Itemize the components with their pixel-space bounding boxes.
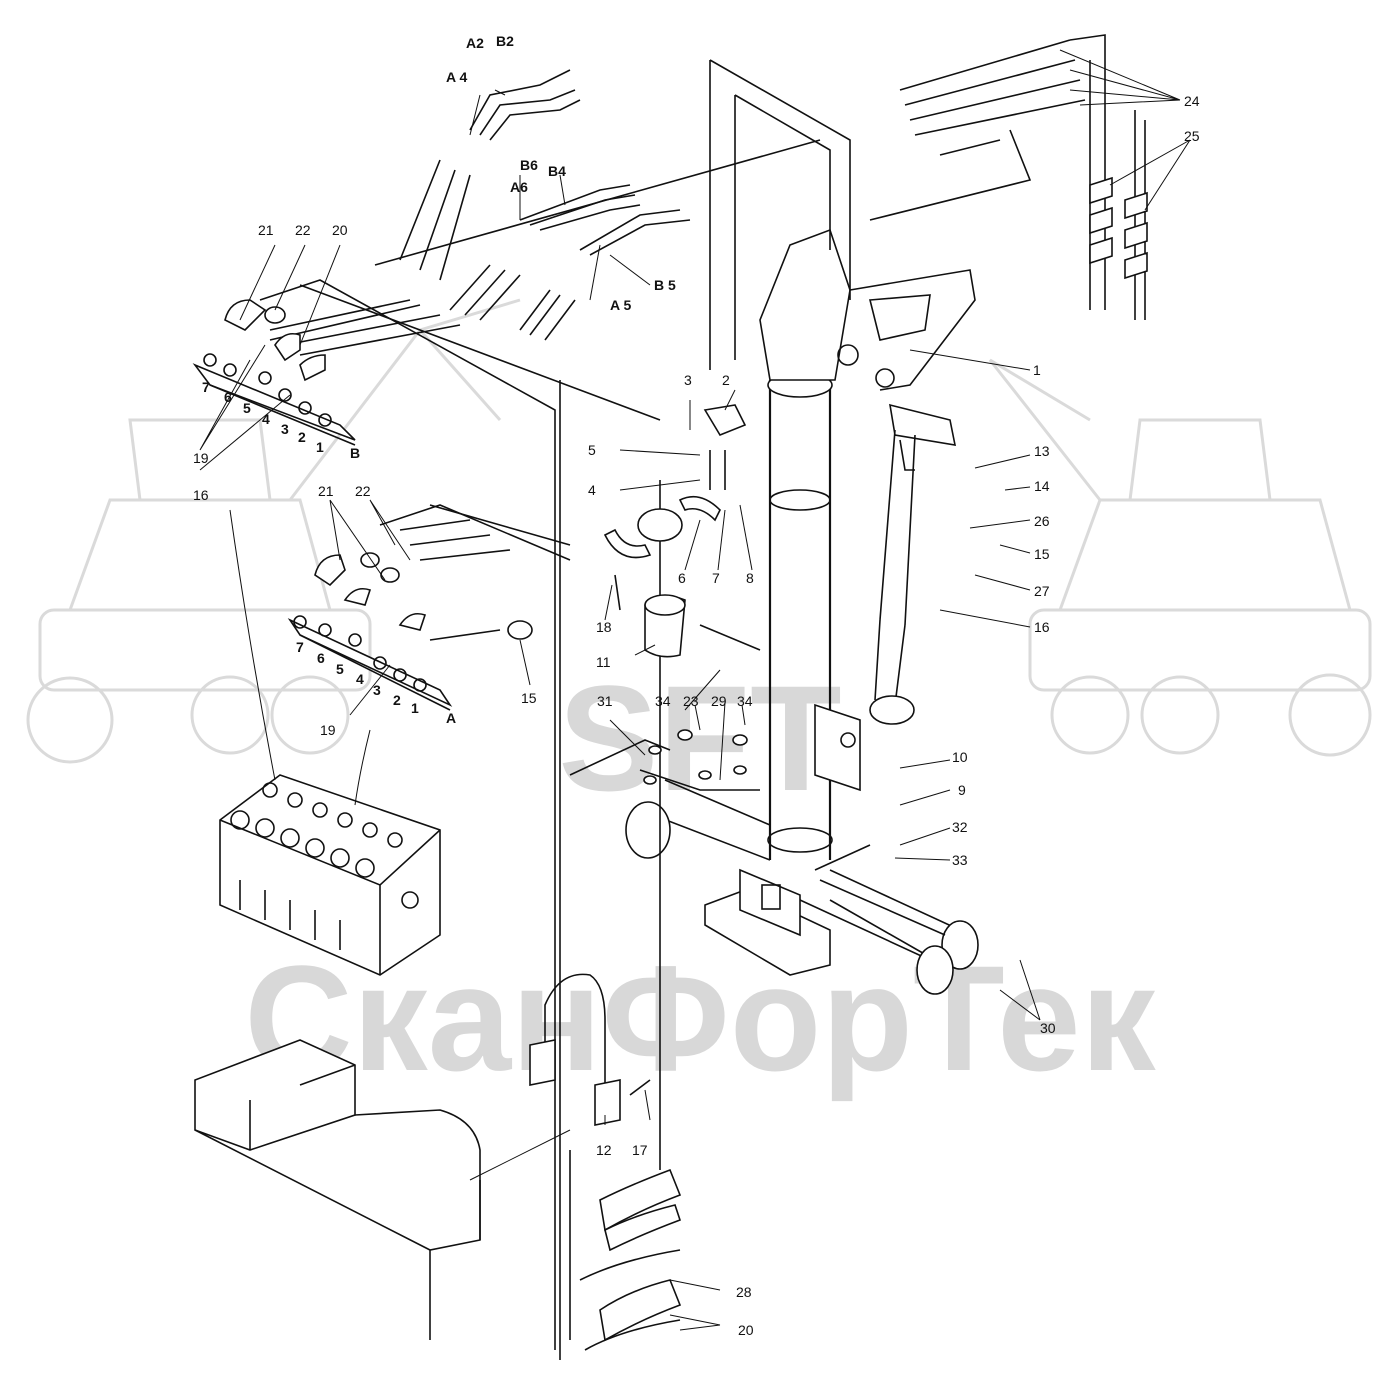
center-parts bbox=[603, 404, 761, 658]
hose-label-a4: A 4 bbox=[446, 69, 467, 85]
callout-30: 30 bbox=[1040, 1020, 1056, 1036]
callout-2: 2 bbox=[722, 372, 730, 388]
hose-label-b2: B2 bbox=[496, 33, 514, 49]
callout-8: 8 bbox=[746, 570, 754, 586]
callout-12: 12 bbox=[596, 1142, 612, 1158]
callout-9: 9 bbox=[958, 782, 966, 798]
port-block-b bbox=[192, 299, 356, 446]
callout-3: 3 bbox=[684, 372, 692, 388]
callout-27: 27 bbox=[1034, 583, 1050, 599]
port-lower-6: 6 bbox=[317, 650, 325, 666]
hose-label-a6: A6 bbox=[510, 179, 528, 195]
port-lower-side: A bbox=[446, 710, 456, 726]
port-upper-5: 5 bbox=[243, 400, 251, 416]
callout-31: 31 bbox=[597, 693, 613, 709]
u-bolt-clamp bbox=[529, 973, 651, 1126]
callout-16-left: 16 bbox=[193, 487, 209, 503]
port-lower-4: 4 bbox=[356, 671, 364, 687]
watermark-tractor-right-icon bbox=[988, 358, 1372, 757]
callout-13: 13 bbox=[1034, 443, 1050, 459]
callout-20-lower: 20 bbox=[738, 1322, 754, 1338]
callout-5: 5 bbox=[588, 442, 596, 458]
hydraulic-cylinder bbox=[814, 403, 957, 792]
leader-lines bbox=[199, 49, 1191, 1331]
hose-label-a5: A 5 bbox=[610, 297, 631, 313]
callout-28: 28 bbox=[736, 1284, 752, 1300]
hose-spiral-guards bbox=[579, 1168, 682, 1351]
port-labels-lower: 7 6 5 4 3 2 1 A bbox=[296, 639, 456, 726]
callout-11: 11 bbox=[596, 654, 611, 670]
watermark: SFT СканФорТек bbox=[26, 298, 1372, 1102]
callout-20-upper: 20 bbox=[332, 222, 348, 238]
port-upper-6: 6 bbox=[224, 389, 232, 405]
callout-17: 17 bbox=[632, 1142, 648, 1158]
callout-32: 32 bbox=[952, 819, 968, 835]
chassis-tank bbox=[194, 1039, 481, 1340]
callout-19-upper: 19 bbox=[193, 450, 209, 466]
watermark-tractor-left-icon bbox=[26, 298, 521, 764]
callout-22-upper: 22 bbox=[295, 222, 311, 238]
control-valve-bank bbox=[219, 774, 441, 976]
callout-numbers: 1 2 3 4 5 6 7 8 9 10 11 12 13 14 15 15 1… bbox=[193, 93, 1200, 1338]
callout-16-right: 16 bbox=[1034, 619, 1050, 635]
callout-7: 7 bbox=[712, 570, 720, 586]
callout-10: 10 bbox=[952, 749, 968, 765]
port-block-a bbox=[287, 552, 533, 711]
port-upper-7: 7 bbox=[202, 379, 210, 395]
callout-34-left: 34 bbox=[655, 693, 671, 709]
hose-bundles bbox=[374, 34, 1148, 370]
callout-24: 24 bbox=[1184, 93, 1200, 109]
callout-19-lower: 19 bbox=[320, 722, 336, 738]
boom-post bbox=[625, 228, 979, 995]
port-upper-4: 4 bbox=[262, 411, 270, 427]
fittings-group bbox=[569, 729, 760, 791]
hose-label-b6: B6 bbox=[520, 157, 538, 173]
port-labels-upper: 7 6 5 4 3 2 1 B bbox=[202, 379, 360, 461]
port-lower-5: 5 bbox=[336, 661, 344, 677]
port-upper-1: 1 bbox=[316, 439, 324, 455]
callout-15-right: 15 bbox=[1034, 546, 1050, 562]
port-lower-2: 2 bbox=[393, 692, 401, 708]
callout-34-right: 34 bbox=[737, 693, 753, 709]
callout-29: 29 bbox=[711, 693, 727, 709]
hose-labels: A2 B2 A 4 B6 B4 A6 A 5 B 5 bbox=[446, 33, 676, 313]
callout-15-left: 15 bbox=[521, 690, 537, 706]
callout-21-upper: 21 bbox=[258, 222, 274, 238]
port-upper-3: 3 bbox=[281, 421, 289, 437]
callout-4: 4 bbox=[588, 482, 596, 498]
callout-14: 14 bbox=[1034, 478, 1050, 494]
callout-18: 18 bbox=[596, 619, 612, 635]
callout-21-lower: 21 bbox=[318, 483, 334, 499]
callout-23: 23 bbox=[683, 693, 699, 709]
port-upper-2: 2 bbox=[298, 429, 306, 445]
callout-6: 6 bbox=[678, 570, 686, 586]
watermark-logo-text: SFT bbox=[558, 654, 841, 822]
port-lower-7: 7 bbox=[296, 639, 304, 655]
port-lower-3: 3 bbox=[373, 682, 381, 698]
callout-33: 33 bbox=[952, 852, 968, 868]
callout-22-lower: 22 bbox=[355, 483, 371, 499]
callout-1: 1 bbox=[1033, 362, 1041, 378]
hose-label-b5: B 5 bbox=[654, 277, 676, 293]
hose-label-b4: B4 bbox=[548, 163, 566, 179]
callout-26: 26 bbox=[1034, 513, 1050, 529]
hose-label-a2: A2 bbox=[466, 35, 484, 51]
callout-25: 25 bbox=[1184, 128, 1200, 144]
port-lower-1: 1 bbox=[411, 700, 419, 716]
port-upper-side: B bbox=[350, 445, 360, 461]
